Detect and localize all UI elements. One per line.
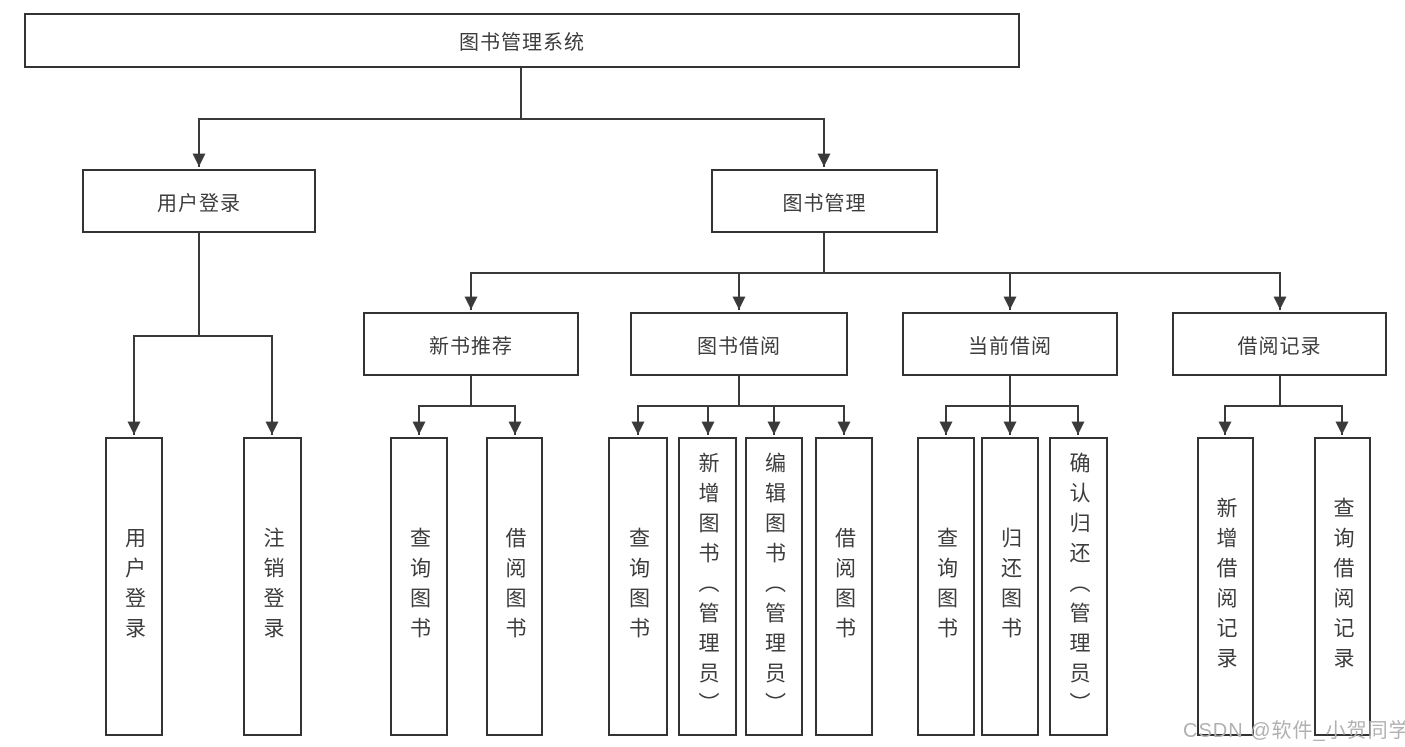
node-book-management: 图书管理 [711, 169, 938, 233]
leaf-query-borrow-record-label: 查询借阅记录 [1331, 496, 1354, 677]
node-system-root-label: 图书管理系统 [459, 32, 585, 54]
leaf-return-books: 归还图书 [981, 437, 1039, 736]
leaf-borrow-books-recommend: 借阅图书 [486, 437, 543, 736]
node-system-root: 图书管理系统 [24, 13, 1020, 68]
leaf-add-borrow-record-label: 新增借阅记录 [1214, 496, 1237, 677]
leaf-add-book-admin-label: 新增图书（管理员） [696, 451, 719, 722]
node-current-borrow: 当前借阅 [902, 312, 1118, 376]
node-new-book-recommend: 新书推荐 [363, 312, 579, 376]
leaf-user-login: 用户登录 [105, 437, 163, 736]
book-management-to-level3-connectors [464, 232, 1287, 310]
leaf-add-book-admin: 新增图书（管理员） [678, 437, 737, 736]
node-user-login-label: 用户登录 [157, 192, 241, 215]
leaf-query-books-recommend: 查询图书 [390, 437, 448, 736]
node-book-borrow-label: 图书借阅 [697, 335, 781, 358]
current-borrow-connectors [939, 375, 1085, 435]
node-borrow-records: 借阅记录 [1172, 312, 1387, 376]
leaf-confirm-return-admin: 确认归还（管理员） [1049, 437, 1108, 736]
watermark: CSDN @软件_小贺同学 [1183, 720, 1405, 742]
root-to-level2-connectors [192, 67, 831, 167]
leaf-edit-book-admin-label: 编辑图书（管理员） [762, 451, 786, 722]
leaf-query-books-borrow-label: 查询图书 [626, 526, 650, 647]
leaf-logout: 注销登录 [243, 437, 302, 736]
node-new-book-recommend-label: 新书推荐 [429, 335, 513, 358]
leaf-query-borrow-record: 查询借阅记录 [1314, 437, 1371, 736]
leaf-logout-label: 注销登录 [261, 526, 284, 647]
leaf-borrow-books-2-label: 借阅图书 [832, 526, 856, 647]
leaf-query-books-borrow: 查询图书 [608, 437, 668, 736]
leaf-edit-book-admin: 编辑图书（管理员） [745, 437, 803, 736]
leaf-query-books-current: 查询图书 [917, 437, 975, 736]
leaf-return-books-label: 归还图书 [998, 526, 1022, 647]
node-borrow-records-label: 借阅记录 [1237, 335, 1322, 358]
leaf-borrow-books-recommend-label: 借阅图书 [503, 526, 526, 647]
leaf-query-books-recommend-label: 查询图书 [407, 526, 431, 647]
user-login-to-leaves-connectors [127, 232, 279, 435]
leaf-query-books-current-label: 查询图书 [934, 526, 958, 647]
node-current-borrow-label: 当前借阅 [968, 335, 1052, 358]
borrow-records-connectors [1218, 375, 1349, 435]
leaf-user-login-label: 用户登录 [122, 526, 146, 647]
book-borrow-connectors [631, 375, 851, 435]
leaf-borrow-books-2: 借阅图书 [815, 437, 873, 736]
node-book-management-label: 图书管理 [782, 192, 867, 215]
node-user-login: 用户登录 [82, 169, 316, 233]
new-book-recommend-connectors [412, 375, 522, 435]
node-book-borrow: 图书借阅 [630, 312, 848, 376]
leaf-confirm-return-admin-label: 确认归还（管理员） [1067, 451, 1090, 722]
leaf-add-borrow-record: 新增借阅记录 [1197, 437, 1254, 736]
